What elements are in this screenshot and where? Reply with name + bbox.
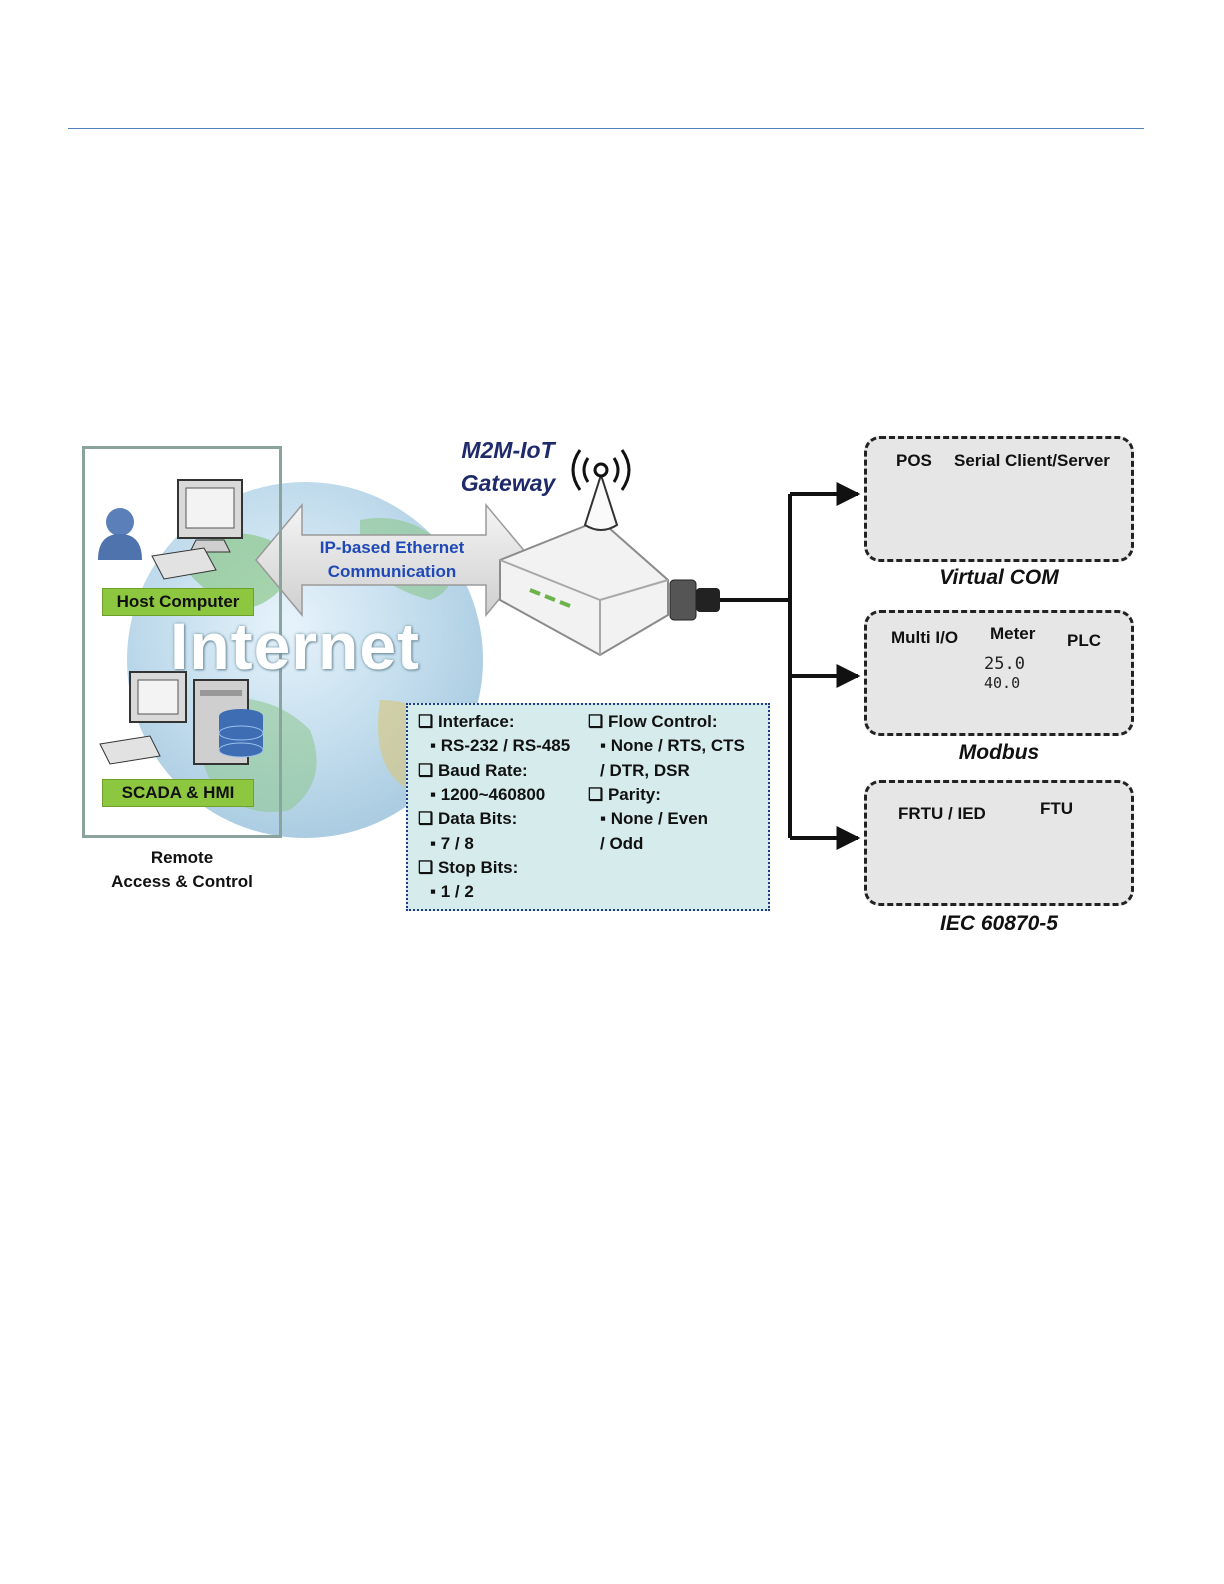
serial-connector-icon	[669, 579, 790, 621]
spec-heading: ❑ Interface:	[418, 712, 515, 731]
meter-label: Meter	[990, 624, 1036, 643]
spec-value: ▪ 7 / 8	[430, 833, 474, 853]
gateway-title-line2: Gateway	[460, 470, 556, 496]
multi-io-label: Multi I/O	[891, 628, 959, 647]
spec-value: ▪ None / RTS, CTS	[600, 736, 745, 756]
spec-value: ▪ None / Even	[600, 809, 709, 829]
pos-label: POS	[896, 451, 932, 470]
remote-caption-line1: Remote	[150, 848, 214, 867]
spec-heading: ❑ Baud Rate:	[418, 760, 528, 780]
spec-heading: ❑ Stop Bits:	[418, 857, 519, 877]
frtu-ied-label: FRTU / IED	[898, 804, 986, 823]
spec-value: ▪ 1 / 2	[430, 882, 474, 902]
spec-heading: ❑ Flow Control:	[588, 712, 718, 731]
plc-label: PLC	[1067, 631, 1101, 650]
scada-server-icon	[99, 671, 264, 765]
gateway-title-line1: M2M-IoT	[461, 437, 555, 463]
spec-value: / DTR, DSR	[600, 760, 690, 780]
serial-spec-box	[406, 703, 770, 911]
serial-client-server-label: Serial Client/Server	[954, 451, 1110, 470]
iec-group	[864, 780, 1134, 906]
ftu-label: FTU	[1040, 799, 1074, 818]
remote-access-caption: Remote Access & Control	[96, 846, 268, 894]
virtual-com-caption: Virtual COM	[939, 566, 1059, 589]
virtual-com-group	[864, 436, 1134, 562]
spec-value: ▪ 1200~460800	[430, 784, 546, 804]
host-computer-label: Host Computer	[102, 588, 254, 616]
gateway-title: M2M-IoT Gateway	[440, 434, 576, 500]
header-rule	[68, 128, 1144, 129]
gateway-router-icon	[499, 449, 669, 657]
iec-caption: IEC 60870-5	[940, 912, 1058, 935]
remote-caption-line2: Access & Control	[111, 872, 253, 891]
host-computer-icon	[98, 479, 243, 580]
ethernet-link-label: IP-based Ethernet Communication	[300, 536, 484, 584]
spec-value: / Odd	[600, 833, 644, 853]
modbus-group	[864, 610, 1134, 736]
scada-hmi-label: SCADA & HMI	[102, 779, 254, 807]
branch-connector	[788, 482, 861, 850]
meter-readout-bottom: 40.0	[984, 674, 1021, 692]
remote-access-frame	[82, 446, 282, 838]
spec-heading: ❑ Data Bits:	[418, 809, 518, 829]
spec-value: ▪ RS-232 / RS-485	[430, 736, 571, 756]
spec-heading: ❑ Parity:	[588, 784, 661, 804]
internet-label: Internet	[170, 609, 421, 683]
ethernet-link-line1: IP-based Ethernet	[319, 538, 465, 557]
meter-readout-top: 25.0	[984, 654, 1025, 674]
ethernet-link-line2: Communication	[327, 562, 457, 581]
modbus-caption: Modbus	[958, 741, 1040, 764]
